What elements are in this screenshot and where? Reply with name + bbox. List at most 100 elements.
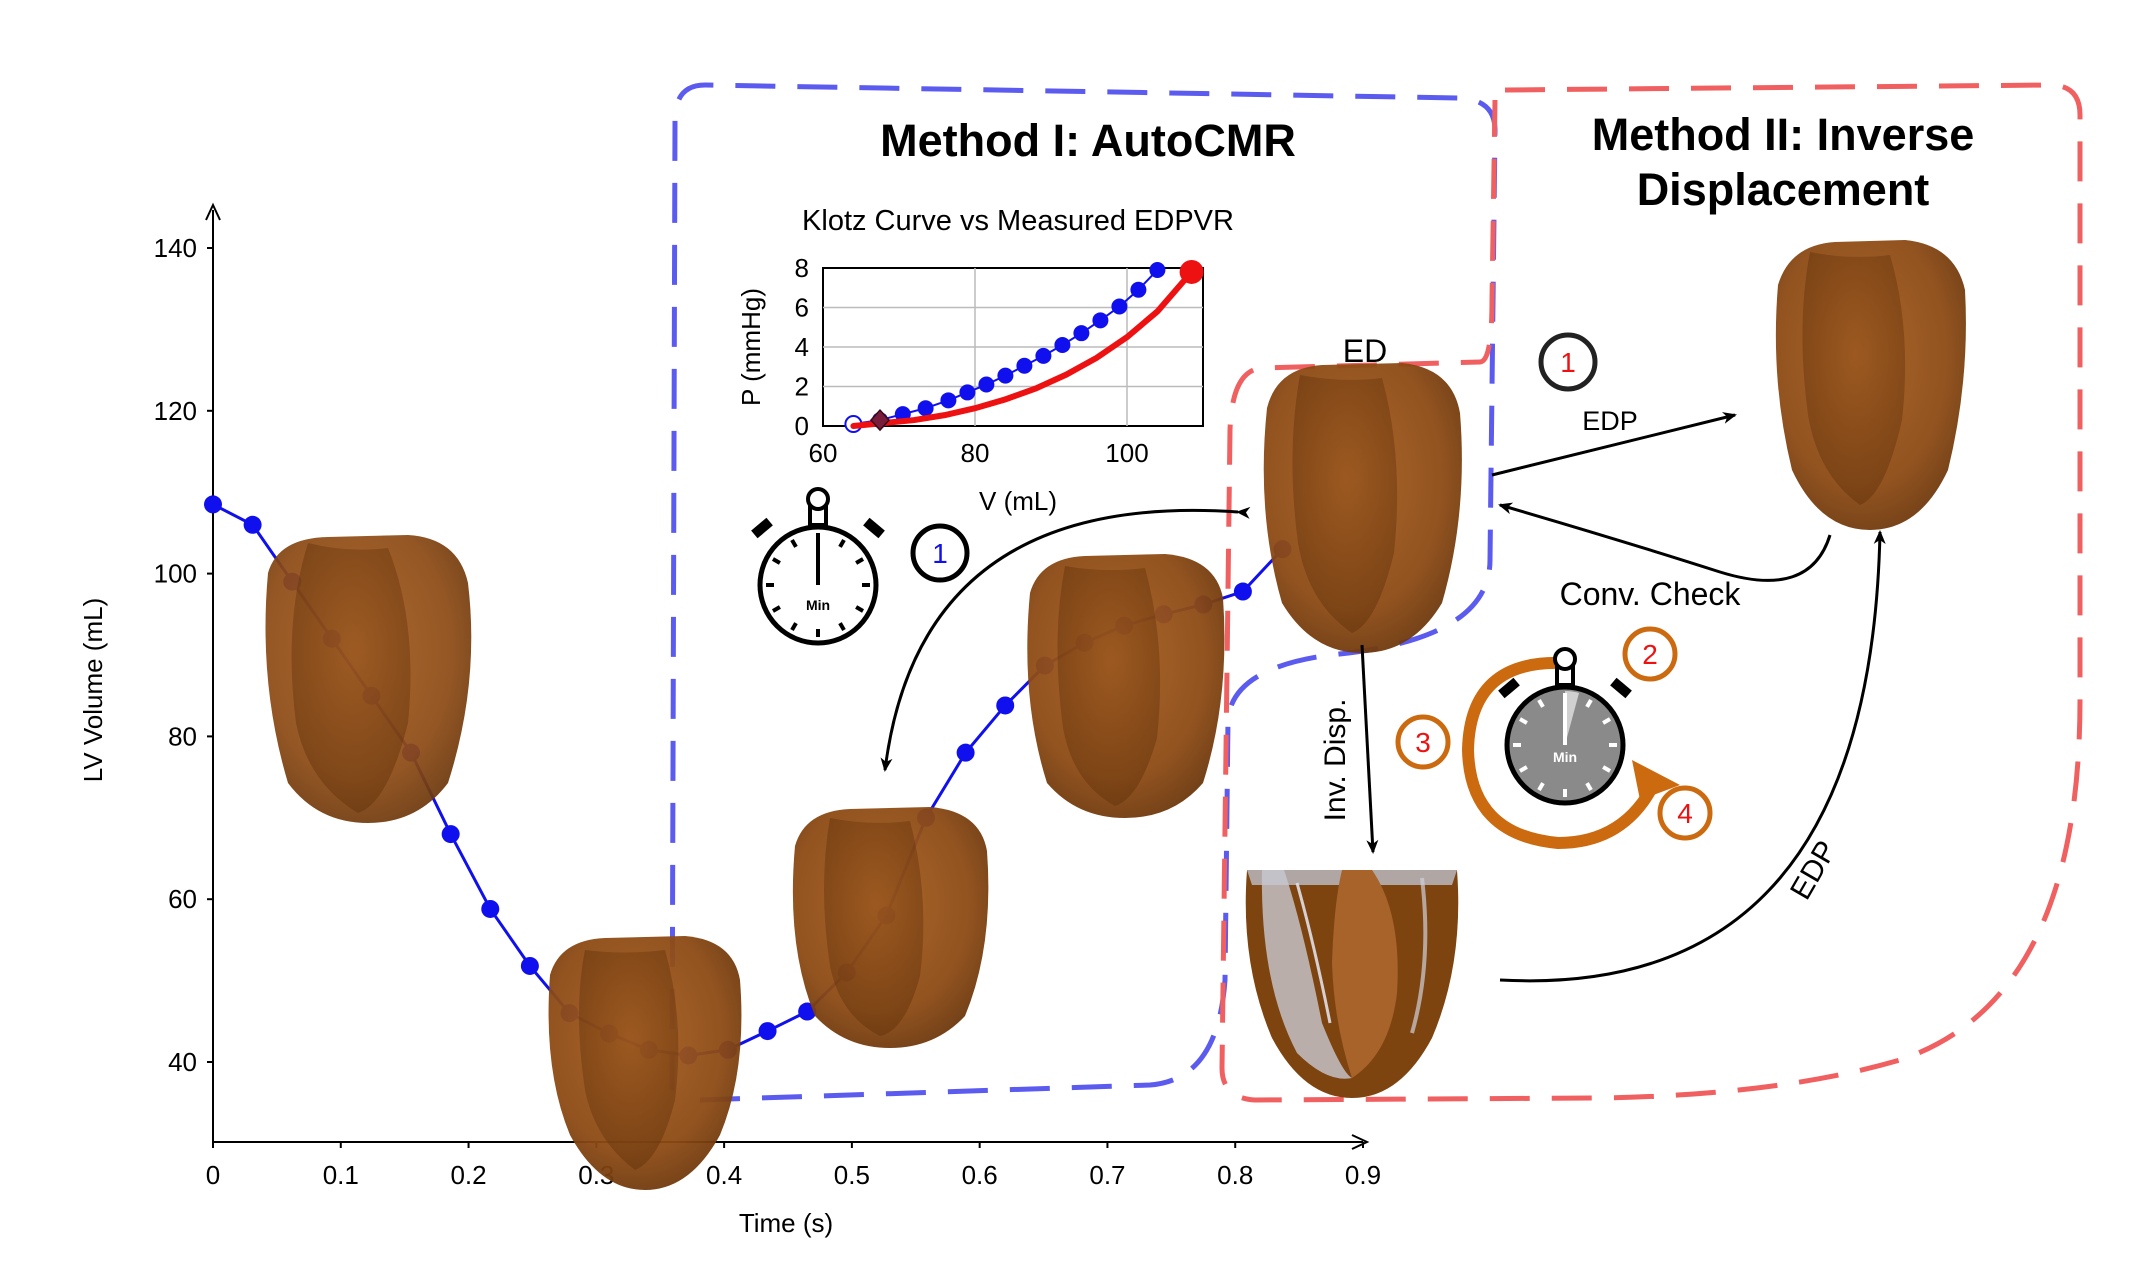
main-y-tick-label: 80 [168, 721, 197, 751]
stopwatch-tick [1518, 717, 1528, 725]
svg-text:3: 3 [1415, 727, 1431, 758]
svg-text:4: 4 [1677, 798, 1693, 829]
inset-xlabel: V (mL) [979, 486, 1057, 516]
stopwatch-tick [855, 605, 865, 613]
inset-title: Klotz Curve vs Measured EDPVR [802, 205, 1234, 237]
lv-volume-point [243, 515, 262, 534]
heart-cross-section [1245, 870, 1459, 1098]
lv-volume-point [481, 899, 500, 918]
main-y-tick-label: 60 [168, 884, 197, 914]
conv-check-label: Conv. Check [1560, 576, 1742, 612]
main-x-tick-label: 0.8 [1217, 1160, 1253, 1190]
main-x-tick-label: 0.4 [706, 1160, 742, 1190]
inset-y-tick-label: 2 [795, 372, 809, 402]
inset-series [844, 259, 1204, 434]
stopwatch-icon-method2: Min [1498, 647, 1632, 806]
edpvr-measured-point [1111, 298, 1128, 315]
stopwatch-tick [790, 538, 798, 548]
edpvr-diamond-marker [869, 408, 891, 432]
stopwatch-tick [1537, 698, 1545, 708]
lv-volume-point [996, 696, 1015, 715]
stopwatch-tick [855, 557, 865, 565]
heart-3 [792, 807, 989, 1048]
inset-y-ticks: 0 2 4 6 8 [795, 253, 809, 441]
edpvr-measured-point [940, 392, 957, 409]
inset-y-tick-label: 6 [795, 293, 809, 323]
edpvr-measured-line [853, 269, 1159, 426]
inset-x-tick-label: 60 [809, 438, 838, 468]
stopwatch-icon-method1: Min [751, 487, 885, 646]
stopwatch-tick [1602, 717, 1612, 725]
method2-title-line2: Displacement [1637, 164, 1930, 215]
heart-1 [265, 535, 472, 823]
stopwatch-tick [1585, 698, 1593, 708]
arrows [880, 412, 1886, 983]
main-x-tick-label: 0 [206, 1160, 220, 1190]
step-badge-m1: 1 [910, 523, 970, 583]
edpvr-measured-point [959, 384, 976, 401]
edpvr-measured-point [1035, 347, 1052, 364]
stopwatch-tick [1537, 782, 1545, 792]
step-badge-m2-2: 2 [1622, 626, 1678, 682]
edpvr-measured-point [1149, 261, 1166, 278]
lv-volume-point [956, 743, 975, 762]
main-x-tick-label: 0.9 [1345, 1160, 1381, 1190]
stopwatch-unit-label-m2: Min [1553, 749, 1577, 765]
main-x-tick-label: 0.7 [1089, 1160, 1125, 1190]
main-y-tick-label: 120 [154, 396, 197, 426]
inset-grid [823, 268, 1203, 426]
main-x-tick-label: 0.1 [323, 1160, 359, 1190]
edpvr-measured-point [997, 367, 1014, 384]
inset-y-tick-label: 4 [795, 332, 809, 362]
stopwatch-tick [838, 538, 846, 548]
ed-label: ED [1343, 333, 1387, 369]
main-chart-axes [205, 202, 1370, 1150]
stopwatch-tick [790, 622, 798, 632]
edpvr-measured-point [917, 400, 934, 417]
stopwatch-tick [1585, 782, 1593, 792]
klotz-end-point [1179, 259, 1204, 284]
edpvr-measured-point [1092, 312, 1109, 329]
stopwatch-tick [771, 557, 781, 565]
main-chart-ylabel: LV Volume (mL) [78, 598, 108, 782]
lv-volume-point [204, 495, 222, 514]
stopwatch-tick [1602, 765, 1612, 773]
inset-y-tick-label: 8 [795, 253, 809, 283]
lv-volume-point [758, 1022, 777, 1041]
main-x-tick-label: 0.5 [834, 1160, 870, 1190]
step-badge-m2-3: 3 [1395, 714, 1451, 770]
svg-text:2: 2 [1642, 639, 1658, 670]
lv-volume-point [441, 825, 460, 844]
edpvr-measured-point [1054, 337, 1071, 354]
method2-title-line1: Method II: Inverse [1592, 109, 1975, 160]
heart-unloaded [1775, 240, 1966, 530]
inset-ylabel: P (mmHg) [736, 288, 766, 406]
heart-4 [1027, 554, 1225, 818]
edpvr-measured-point [1073, 325, 1090, 342]
stopwatch-unit-label: Min [806, 597, 830, 613]
main-x-tick-label: 0.2 [450, 1160, 486, 1190]
main-y-tick-label: 40 [168, 1047, 197, 1077]
lv-volume-point [1233, 582, 1252, 601]
inv-disp-label: Inv. Disp. [1319, 699, 1352, 822]
inset-x-tick-label: 100 [1105, 438, 1148, 468]
inset-y-tick-label: 0 [795, 411, 809, 441]
stopwatch-tick [771, 605, 781, 613]
klotz-curve-line [850, 268, 1195, 429]
edpvr-measured-point [978, 376, 995, 393]
svg-text:1: 1 [1560, 347, 1576, 378]
edp-label-diag: EDP [1784, 835, 1843, 905]
edpvr-measured-point [1130, 281, 1147, 298]
method1-title: Method I: AutoCMR [880, 115, 1296, 166]
stopwatch-tick [1518, 765, 1528, 773]
stopwatch-tick [838, 622, 846, 632]
lv-volume-point [520, 956, 539, 975]
step-badge-m2-1: 1 [1538, 332, 1598, 392]
heart-2 [548, 936, 742, 1190]
main-y-tick-label: 140 [154, 233, 197, 263]
